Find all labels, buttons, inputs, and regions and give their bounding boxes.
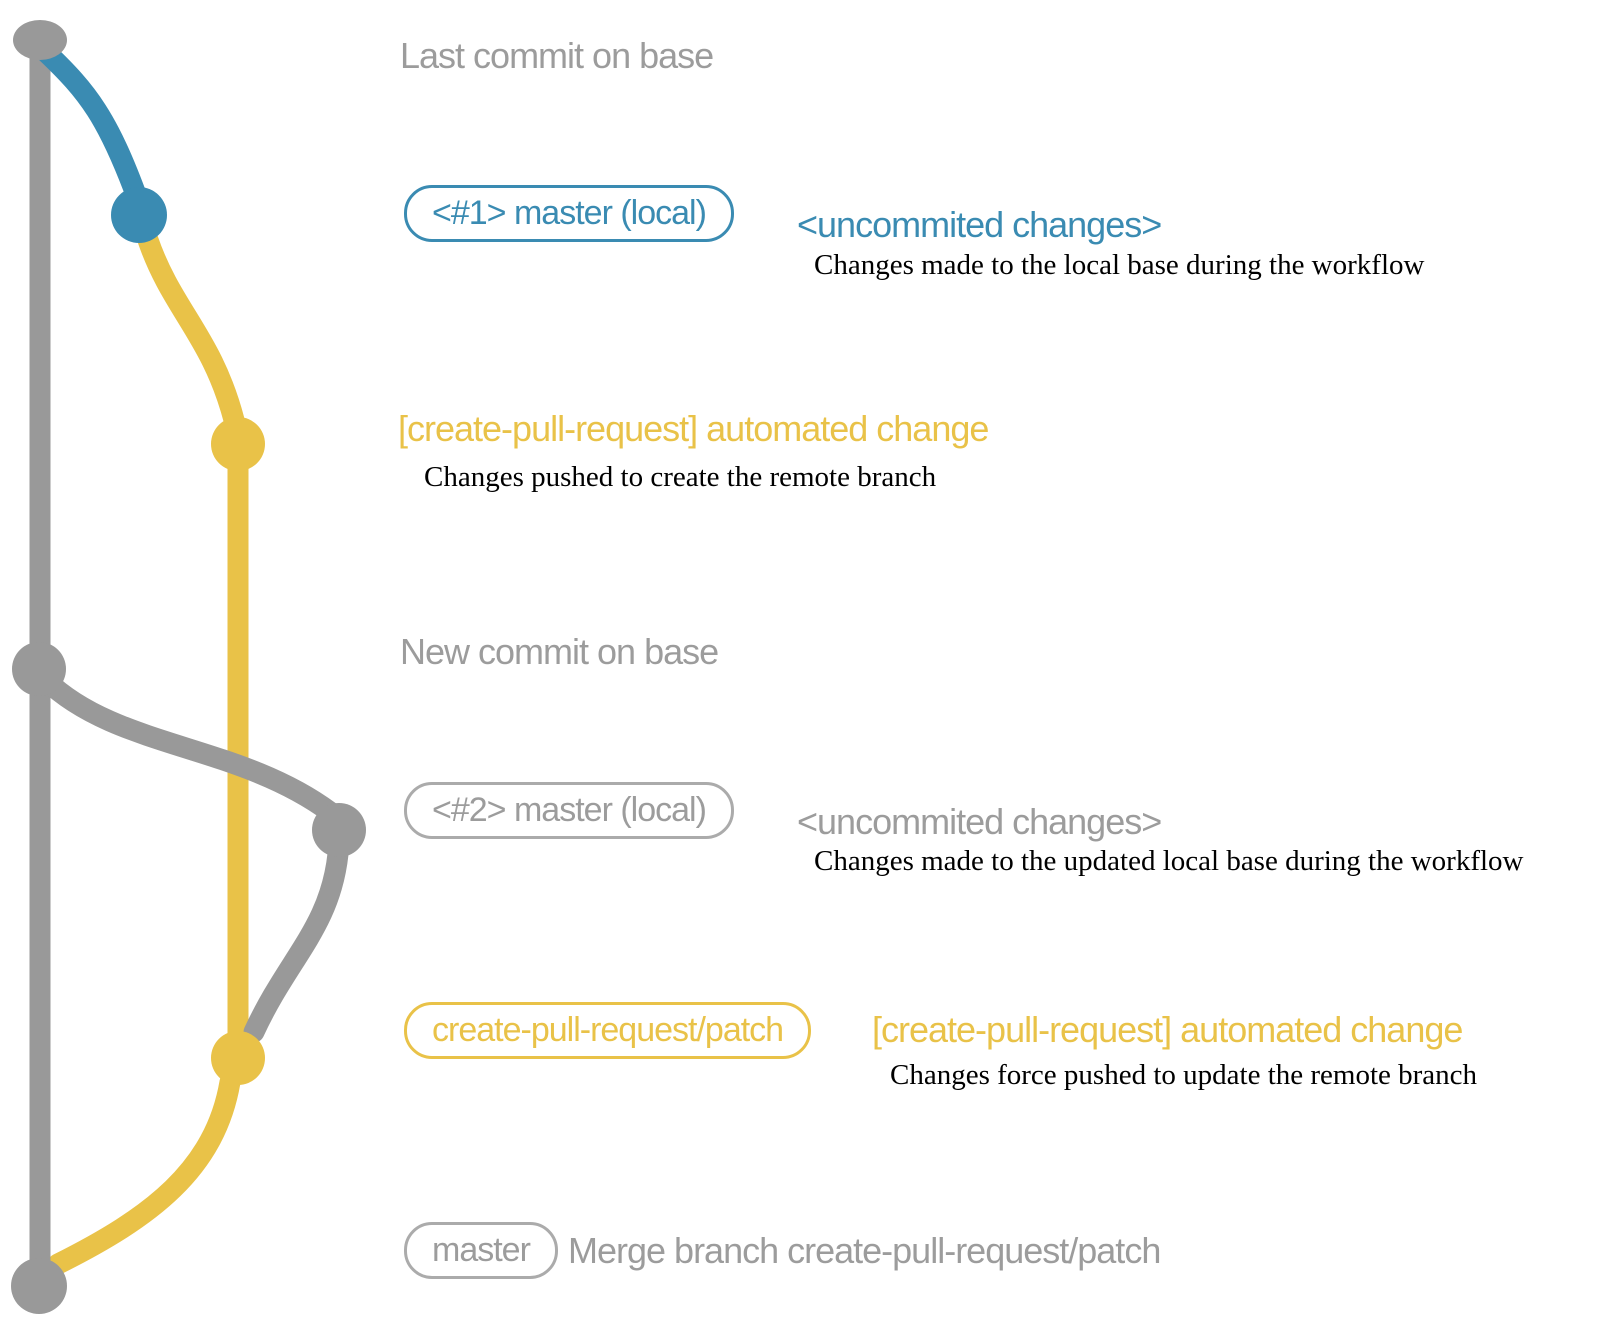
note-patch-2: Changes force pushed to update the remot…: [890, 1059, 1478, 1091]
edge-local-2-to-patch: [243, 843, 349, 1043]
commit-node-last-base: [13, 20, 67, 60]
edge-base-to-local-1: [35, 41, 149, 211]
commit-node-1-local-master: [111, 187, 167, 243]
note-commit-1: Changes made to the local base during th…: [814, 249, 1425, 281]
label-new-commit-on-base: New commit on base: [400, 631, 719, 672]
branch-badge-patch: create-pull-request/patch: [404, 1002, 812, 1059]
note-patch-1: Changes pushed to create the remote bran…: [424, 461, 937, 493]
label-last-commit-on-base: Last commit on base: [400, 35, 714, 76]
commit-message-patch-2: [create-pull-request] automated change: [872, 1009, 1463, 1050]
edge-base-to-local-2: [35, 669, 341, 823]
commit-message-merge: Merge branch create-pull-request/patch: [568, 1230, 1161, 1271]
branch-badge-master-local-2: <#2> master (local): [404, 782, 734, 839]
note-commit-2: Changes made to the updated local base d…: [814, 845, 1524, 877]
commit-node-patch-2: [211, 1031, 265, 1085]
branch-badge-master-local-1: <#1> master (local): [404, 185, 734, 242]
commit-node-patch-1: [211, 417, 265, 471]
branch-badge-master: master: [404, 1222, 558, 1279]
commit-node-2-local-master: [312, 803, 366, 857]
commit-message-uncommited-2: <uncommited changes>: [797, 801, 1162, 842]
commit-graph: [11, 20, 366, 1314]
edge-patch-branch-create: [137, 229, 245, 431]
commit-node-merge: [11, 1258, 67, 1314]
edge-patch-branch-merge: [47, 1071, 241, 1275]
commit-message-uncommited-1: <uncommited changes>: [797, 204, 1162, 245]
commit-message-patch-1: [create-pull-request] automated change: [398, 408, 989, 449]
commit-node-new-base: [12, 642, 66, 696]
